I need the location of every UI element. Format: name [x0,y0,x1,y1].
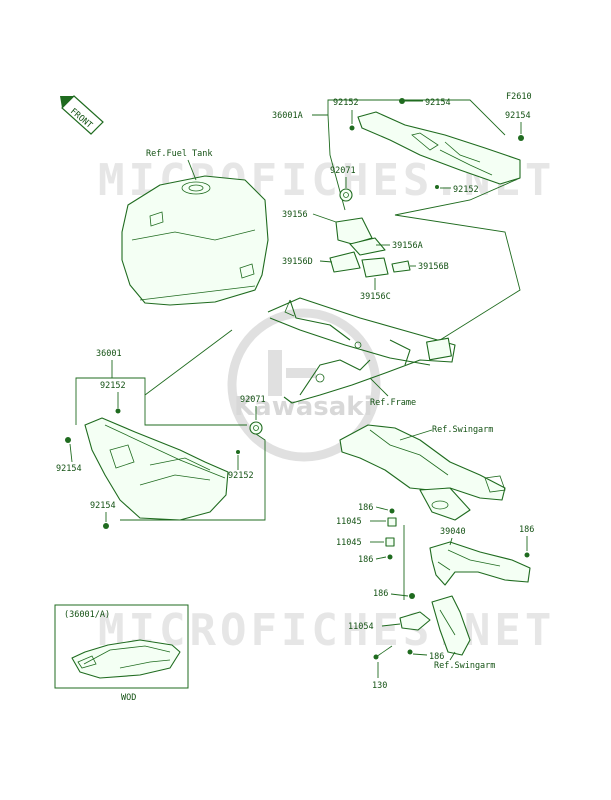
inset-cover-drawing [71,639,181,679]
grommet-92071-top [339,188,353,202]
decal-set-drawing [329,217,411,278]
label-11045-b: 11045 [336,538,362,548]
label-92152-lower: 92152 [228,471,254,481]
label-92154-top: 92154 [425,98,451,108]
pin-92152-mid [435,185,439,189]
clip-92154-right [518,135,524,141]
collar-11045-a [387,517,397,527]
ref-swingarm-label-1: Ref.Swingarm [432,425,493,435]
label-92071-top: 92071 [330,166,356,176]
ref-swingarm-label-2: Ref.Swingarm [434,661,495,671]
clip-92154-left1 [65,437,71,443]
label-11045-a: 11045 [336,517,362,527]
bolt-186-c [524,552,530,558]
label-186-c: 186 [519,525,534,535]
label-11054: 11054 [348,622,374,632]
kawasaki-logo: Kawasaki [227,308,381,462]
pin-92152-top [349,125,355,131]
label-92152-top: 92152 [333,98,359,108]
label-92154-right: 92154 [505,111,531,121]
label-39156D: 39156D [282,257,313,267]
collar-11045-b [385,537,395,547]
label-186-e: 186 [429,652,444,662]
label-39156C: 39156C [360,292,391,302]
grommet-92071-left [249,421,263,435]
front-arrow-icon: FRONT [60,95,104,135]
ref-frame-label: Ref.Frame [370,398,416,408]
chain-guard-drawing [429,541,531,586]
label-39156A: 39156A [392,241,423,251]
label-186-d: 186 [373,589,388,599]
label-39156B: 39156B [418,262,449,272]
inset-note: WOD [121,693,136,703]
label-39040: 39040 [440,527,466,537]
label-36001: 36001 [96,349,122,359]
logo-text: Kawasaki [234,392,372,422]
inset-box [54,604,189,689]
label-130: 130 [372,681,387,691]
lower-side-cover-drawing [84,417,229,521]
label-92154-left1: 92154 [56,464,82,474]
label-92154-left2: 92154 [90,501,116,511]
bracket-11054-drawing [399,595,471,656]
label-92152-mid: 92152 [453,185,479,195]
inset-title: (36001/A) [64,610,110,620]
label-39156: 39156 [282,210,308,220]
label-92152-left: 92152 [100,381,126,391]
pin-92152-left [115,408,121,414]
pin-92152-lower [236,450,240,454]
frame-drawing [267,297,456,404]
swingarm-drawing [339,424,506,521]
bolt-186-e [407,649,413,655]
label-186-b: 186 [358,555,373,565]
clip-92154-top [399,98,405,104]
label-186-a: 186 [358,503,373,513]
bolt-130 [375,645,393,658]
label-36001A: 36001A [272,111,303,121]
clip-92154-left2 [103,523,109,529]
bolt-186-d [409,593,415,599]
ref-fuel-tank-label: Ref.Fuel Tank [146,149,213,159]
diagram-code: F2610 [506,92,532,102]
bolt-186-b [387,554,393,560]
fuel-tank-drawing [121,175,269,306]
bolt-186-a [389,508,395,514]
label-92071-left: 92071 [240,395,266,405]
